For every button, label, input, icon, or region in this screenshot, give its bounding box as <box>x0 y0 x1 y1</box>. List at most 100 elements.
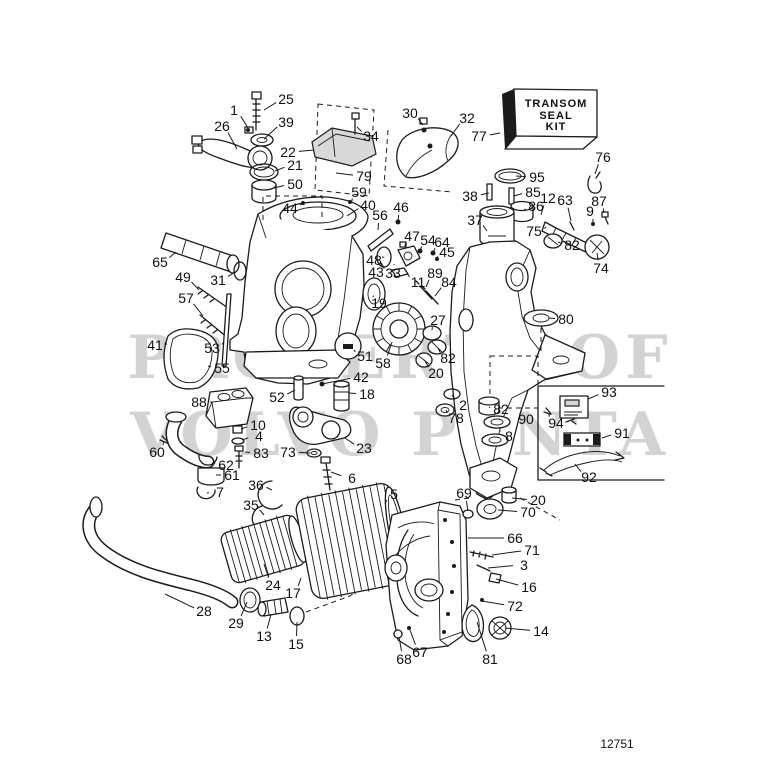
callout-leader-5 <box>384 499 388 505</box>
callout-leader-70 <box>497 509 518 512</box>
callout-54: 54 <box>420 232 436 248</box>
diagram-number: 12751 <box>600 737 634 751</box>
callout-leader-20 <box>511 497 528 500</box>
callout-11: 11 <box>411 274 426 290</box>
callout-61: 61 <box>224 467 240 483</box>
upper-right-small-parts <box>486 168 610 260</box>
callout-leader-74 <box>596 252 599 261</box>
callout-leader-92 <box>574 463 582 472</box>
callout-leader-86 <box>522 208 527 212</box>
callout-leader-73 <box>298 451 311 454</box>
callout-56: 56 <box>372 207 388 223</box>
callout-91: 91 <box>614 425 630 441</box>
callout-37: 37 <box>467 212 483 228</box>
callout-20: 20 <box>428 365 444 381</box>
callout-leader-30 <box>417 118 424 126</box>
callout-26: 26 <box>214 118 230 134</box>
callout-94: 94 <box>548 415 564 431</box>
callout-13: 13 <box>256 628 272 644</box>
callout-leader-82 <box>488 406 491 409</box>
callout-52: 52 <box>269 389 285 405</box>
callout-19: 19 <box>371 295 387 311</box>
callout-83: 83 <box>253 445 269 461</box>
callout-leader-11 <box>406 272 410 278</box>
callout-9: 9 <box>586 203 594 219</box>
callout-leader-2 <box>451 394 456 400</box>
callout-53: 53 <box>204 340 220 356</box>
callout-55: 55 <box>214 360 230 376</box>
callout-82: 82 <box>440 350 456 366</box>
callout-leader-85 <box>513 193 523 197</box>
callout-20: 20 <box>530 492 546 508</box>
callout-leader-16 <box>495 578 519 586</box>
callout-leader-12 <box>540 205 545 216</box>
callout-leader-82 <box>557 241 562 244</box>
callout-47: 47 <box>404 228 420 244</box>
callout-58: 58 <box>375 355 391 371</box>
callout-90: 90 <box>518 411 534 427</box>
callout-49: 49 <box>175 269 191 285</box>
callout-50: 50 <box>287 176 303 192</box>
callout-46: 46 <box>393 199 409 215</box>
callout-leader-68 <box>398 636 403 652</box>
callout-leader-93 <box>587 394 599 400</box>
callout-59: 59 <box>351 184 367 200</box>
callout-leader-6 <box>330 471 342 477</box>
callout-16: 16 <box>521 579 537 595</box>
callout-79: 79 <box>356 168 372 184</box>
callout-leader-32 <box>450 123 461 137</box>
callout-32: 32 <box>459 110 475 126</box>
callout-leader-24 <box>263 563 270 578</box>
callout-leader-91 <box>601 434 612 439</box>
left-side-parts <box>160 232 254 429</box>
callout-28: 28 <box>196 603 212 619</box>
callout-leader-45 <box>436 255 439 259</box>
callout-25: 25 <box>278 91 294 107</box>
center-hardware <box>231 375 352 491</box>
callout-leader-52 <box>287 389 296 395</box>
kit-box-line3: KIT <box>546 121 567 133</box>
callout-leader-21 <box>274 166 285 172</box>
bell-housing <box>384 486 561 651</box>
ecu-module <box>311 103 377 197</box>
callout-leader-64 <box>432 247 436 254</box>
callout-86: 86 <box>528 198 544 214</box>
callout-leader-22 <box>298 149 315 152</box>
callout-23: 23 <box>356 440 372 456</box>
callout-65: 65 <box>152 254 168 270</box>
callout-leader-15 <box>295 621 298 637</box>
callout-75: 75 <box>526 223 542 239</box>
callout-30: 30 <box>402 105 418 121</box>
callout-10: 10 <box>250 417 266 433</box>
callout-leader-46 <box>397 214 400 222</box>
callout-leader-36 <box>266 486 273 491</box>
callout-leader-65 <box>169 251 177 259</box>
callout-43: 43 <box>368 264 384 280</box>
callout-leader-72 <box>481 600 505 606</box>
callout-82: 82 <box>564 237 580 253</box>
bellows-small <box>220 514 308 584</box>
callout-8: 8 <box>505 428 513 444</box>
callout-leader-38 <box>480 192 490 196</box>
callout-22: 22 <box>280 144 296 160</box>
callout-57: 57 <box>178 290 194 306</box>
callout-leader-18 <box>348 392 357 395</box>
kit-box-line2: SEAL <box>539 110 572 122</box>
callout-leader-67 <box>409 629 416 645</box>
callout-leader-29 <box>240 601 248 617</box>
callout-40: 40 <box>360 197 376 213</box>
callout-leader-80 <box>548 317 556 320</box>
callout-leader-58 <box>386 341 393 356</box>
callout-36: 36 <box>248 477 264 493</box>
callout-93: 93 <box>601 384 617 400</box>
callout-39: 39 <box>278 114 294 130</box>
callout-leader-50 <box>273 185 285 189</box>
callout-leader-95 <box>515 175 527 178</box>
callout-leader-62 <box>211 462 216 465</box>
transom-shield-housing <box>229 195 401 385</box>
callout-62: 62 <box>218 457 234 473</box>
callout-63: 63 <box>557 192 573 208</box>
callout-81: 81 <box>482 651 498 667</box>
